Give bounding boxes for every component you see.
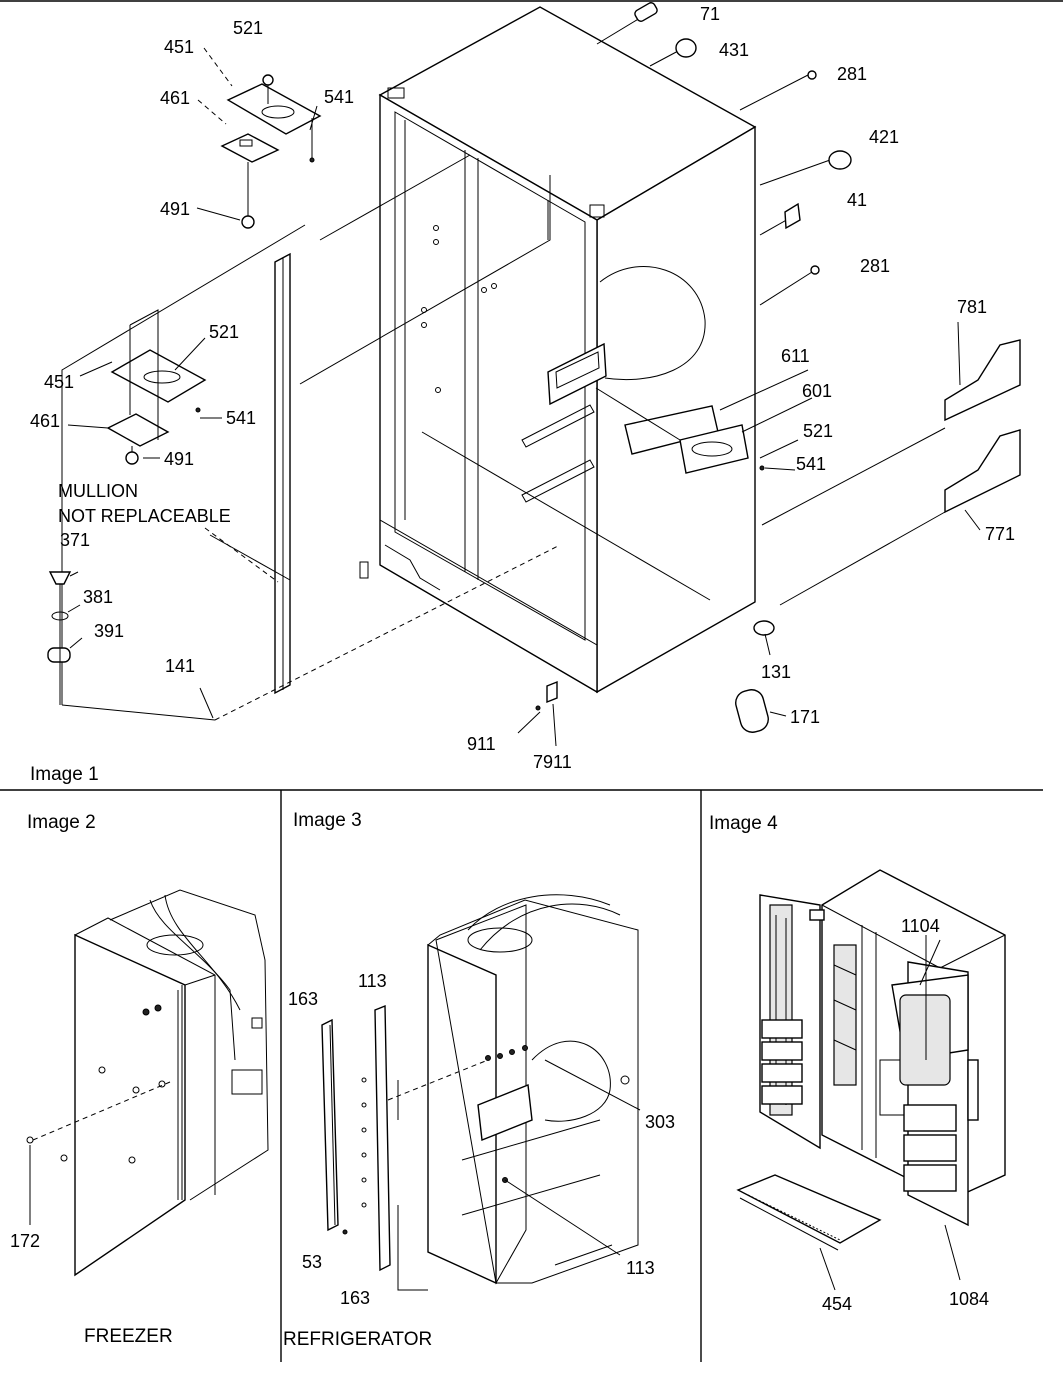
panel-title-image1: Image 1 [30, 764, 99, 785]
part-label-521-upper: 521 [233, 18, 263, 38]
part-label-171: 171 [790, 707, 820, 727]
part-label-461-lower: 461 [30, 411, 60, 431]
part-label-281-upper: 281 [837, 64, 867, 84]
part-label-454: 454 [822, 1294, 852, 1314]
label-leaders [67, 47, 981, 986]
part-label-1104: 1104 [901, 916, 940, 936]
part-label-71: 71 [700, 4, 720, 24]
part-label-1084: 1084 [949, 1289, 989, 1309]
part-label-391: 391 [94, 621, 124, 641]
part-label-611: 611 [781, 346, 810, 366]
freezer-caption: FREEZER [84, 1326, 173, 1347]
part-label-7911: 7911 [533, 752, 572, 772]
panel-title-image2: Image 2 [27, 812, 96, 833]
refrigerator-open-doors-drawing [736, 869, 1006, 1291]
part-label-451-lower: 451 [44, 372, 74, 392]
lower-bracket-group [106, 309, 207, 465]
part-label-451-upper: 451 [164, 37, 194, 57]
light-housing-parts [595, 387, 765, 474]
mullion-panel [61, 154, 711, 721]
part-label-431: 431 [719, 40, 749, 60]
freezer-door-drawing [26, 889, 269, 1277]
part-label-371: 371 [60, 530, 90, 550]
bottom-parts [535, 620, 775, 733]
panel-title-image4: Image 4 [709, 813, 778, 834]
part-label-113-lower: 113 [626, 1258, 655, 1278]
part-label-521-right: 521 [803, 421, 833, 441]
part-label-131: 131 [761, 662, 791, 682]
part-label-281-lower: 281 [860, 256, 890, 276]
mullion-label-line1: MULLION [58, 481, 138, 501]
part-label-113-upper: 113 [358, 971, 387, 991]
part-label-491-lower: 491 [164, 449, 194, 469]
upper-bracket-group [220, 74, 322, 229]
part-label-521-lower: 521 [209, 322, 239, 342]
part-label-421: 421 [869, 127, 899, 147]
part-label-781: 781 [957, 297, 987, 317]
mullion-label-line2: NOT REPLACEABLE [58, 506, 231, 526]
side-trim-panels [761, 339, 1021, 606]
part-label-381: 381 [83, 587, 113, 607]
part-label-541-right: 541 [796, 454, 826, 474]
panel-title-image3: Image 3 [293, 810, 362, 831]
refrigerator-caption: REFRIGERATOR [283, 1329, 432, 1350]
part-label-911: 911 [467, 734, 496, 754]
part-label-53: 53 [302, 1252, 322, 1272]
part-label-541-lower: 541 [226, 408, 256, 428]
part-label-172: 172 [10, 1231, 40, 1251]
cabinet-top-parts [634, 2, 852, 275]
part-label-141: 141 [165, 656, 195, 676]
part-label-461-upper: 461 [160, 88, 190, 108]
part-label-491-upper: 491 [160, 199, 190, 219]
part-label-41: 41 [847, 190, 867, 210]
part-label-771: 771 [985, 524, 1015, 544]
water-filter-parts [47, 571, 72, 705]
part-label-163-upper: 163 [288, 989, 318, 1009]
part-label-303: 303 [645, 1112, 675, 1132]
refrigerator-door-drawing [321, 894, 641, 1291]
part-label-163-lower: 163 [340, 1288, 370, 1308]
part-label-601: 601 [802, 381, 832, 401]
part-label-541-upper: 541 [324, 87, 354, 107]
cabinet-assembly [359, 6, 831, 694]
